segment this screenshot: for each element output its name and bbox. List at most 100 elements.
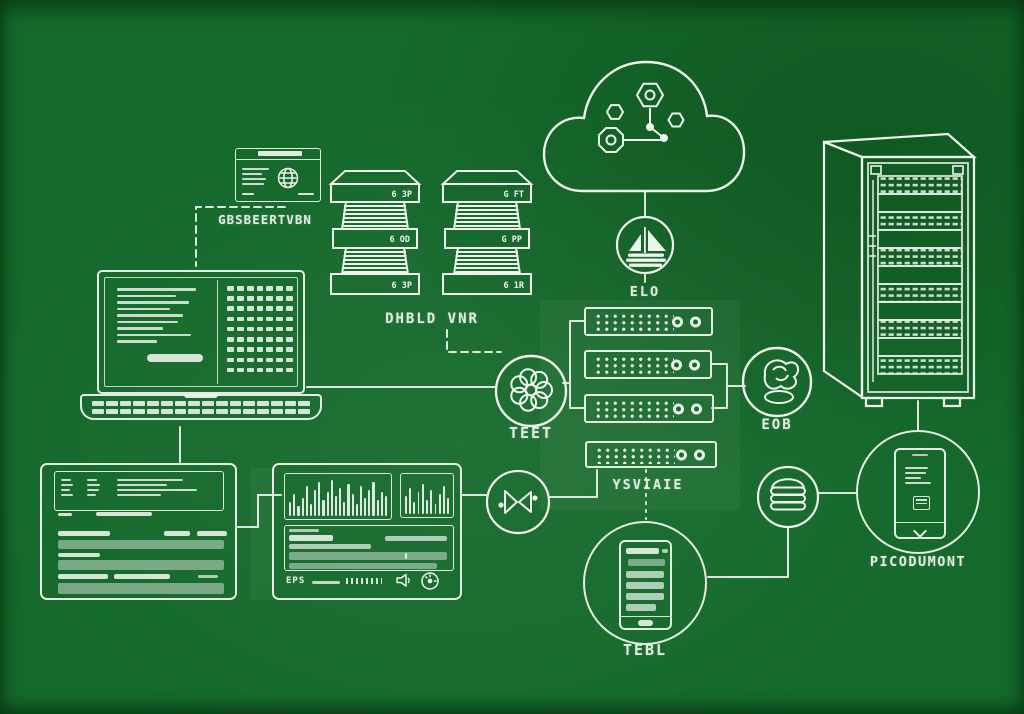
server-knob [671,359,682,370]
stack-tag: 6 3P [392,281,412,291]
equalizer-chart-large [284,473,392,520]
browser-text-lines [242,165,276,188]
sailboat-badge [615,215,675,275]
header-col [61,476,77,499]
label-cloud-badge: ELO [629,284,661,300]
laptop-keyboard [80,394,322,420]
server-vent-dots [594,400,674,419]
laptop-keys [92,401,310,414]
bowtie-icon [498,490,538,514]
connector-bowtie-server [548,469,598,498]
footer-squiggle [312,581,340,584]
browser-footer-text [298,193,314,195]
detail-bar [289,544,371,549]
server-knob [689,359,700,370]
detail-bar [385,536,447,541]
label-mobile-showcase: PICODUMONT [869,554,967,570]
phone-header-chip [662,549,668,553]
label-mobile-badge: TEBL [622,641,668,659]
phone-divider [621,616,670,617]
laptop-bezel [104,277,298,387]
label-user-badge: EOB [761,417,793,433]
header-col [87,476,105,499]
laptop-hinge [184,394,218,398]
laptop-highlight-bar [147,354,203,362]
mobile-showcase-circle [856,430,980,554]
server-rack-icon [822,132,977,408]
progress-bar [289,563,437,569]
monitor-footer-label: EPS [286,576,306,586]
field-label [197,531,227,536]
sailboat-icon [626,227,666,267]
server-unit [585,441,717,468]
phone-speaker [912,454,928,457]
label-stacks: DHBLD VNR [385,311,479,327]
browser-titlebar [236,159,320,160]
label-server-group: YSVIAIE [612,477,684,493]
globe-icon [277,167,299,189]
laptop-screen [97,270,305,394]
cloud-network-icon [542,60,746,193]
server-knob [676,449,687,460]
browser-footer-text [242,193,254,195]
header-tab [58,513,72,516]
header-bar [96,512,152,516]
smartphone-icon [619,540,672,630]
database-icon [770,478,806,511]
stack-tag: 6 OD [390,235,410,245]
field-label [114,574,170,579]
server-knob [673,403,684,414]
connector-gear-servers [562,320,585,409]
browser-window [235,148,321,202]
stack-tag: 6 1R [504,281,525,291]
server-knob [691,403,702,414]
phone-row [628,559,665,566]
input-row [58,583,224,594]
browser-tab [258,151,302,156]
component-stack-right: G FT G PP 6 1R [440,170,534,295]
document-panel [40,463,237,600]
speaker-icon [396,573,410,587]
equalizer-chart-small [400,473,454,518]
phone-divider [896,522,944,523]
phone-header-bar [626,548,659,554]
laptop-code-lines [117,284,209,347]
user-blob-icon [763,359,800,404]
dashed-connector-browser-laptop [195,206,286,267]
phone-text-lines [905,464,937,487]
field-label [58,574,108,579]
stack-tag: 6 3P [392,190,412,200]
server-unit [584,307,713,336]
server-vent-dots [595,447,675,464]
laptop-hex-grid [227,286,293,374]
footer-hatch-bar [346,578,382,584]
server-vent-dots [594,313,674,332]
phone-row [626,582,664,589]
server-vent-dots [594,356,674,375]
phone-row [626,571,664,578]
server-unit [584,394,714,423]
connector-servers-user [711,363,746,409]
label-process-badge: TEET [508,424,554,442]
server-knob [672,316,683,327]
phone-row [626,593,664,600]
chevron-down-icon [912,523,928,539]
component-stack-left: 6 3P 6 OD 6 3P [328,170,422,295]
monitor-detail-box [284,525,454,571]
field-label [58,553,100,557]
phone-app-icon [913,496,930,510]
gear-flower-icon [510,368,553,412]
phone-row [626,604,656,611]
field-label [164,531,190,536]
server-knob [694,449,705,460]
bowtie-badge [485,469,551,535]
laptop-screen-divider [217,280,218,384]
input-row [58,560,224,570]
monitor-panel: EPS [272,463,462,600]
connector-docpanel-monitor [236,494,282,528]
process-badge [494,354,568,428]
stack-tag: G PP [502,235,522,245]
